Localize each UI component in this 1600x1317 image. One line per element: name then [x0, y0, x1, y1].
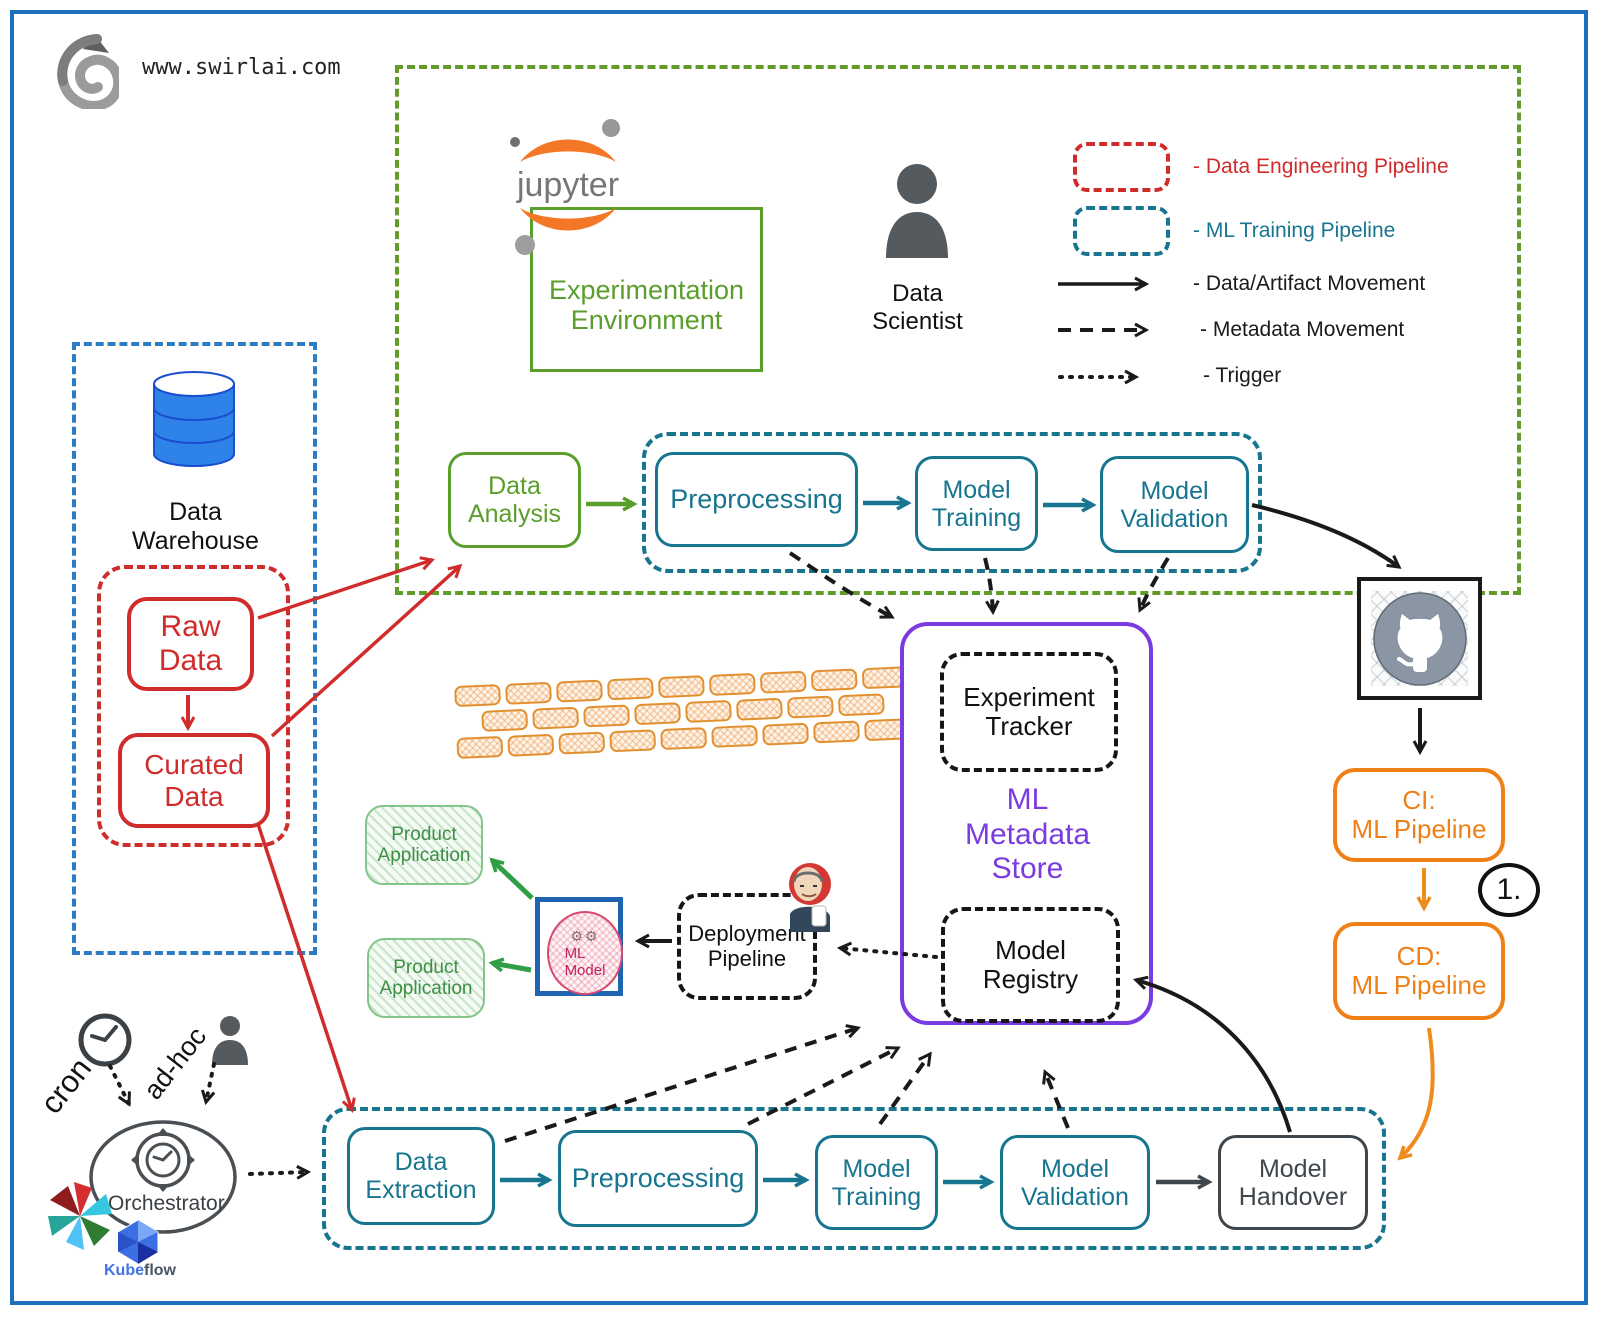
top-model-training-label: Model Training [931, 475, 1022, 532]
brick [657, 675, 705, 699]
experimentation-environment-label: Experimentation Environment [548, 274, 745, 335]
gears-icon: ⚙⚙ [570, 927, 600, 944]
brick [481, 708, 529, 732]
ci-label: CI: ML Pipeline [1351, 784, 1487, 844]
step-1-label: 1. [1496, 873, 1522, 906]
model-registry-node: Model Registry [941, 907, 1120, 1023]
brick [685, 699, 732, 723]
product-application-2-label: Product Application [379, 956, 473, 999]
legend-metadata-movement: - Metadata Movement [1200, 318, 1405, 341]
top-preprocessing-node: Preprocessing [655, 452, 858, 547]
ml-model-circle: ⚙⚙ ML Model [547, 911, 623, 995]
brick [558, 731, 606, 755]
adhoc-user-icon [212, 1016, 248, 1065]
step-1-badge: 1. [1478, 863, 1540, 917]
brick [837, 693, 885, 717]
brick [507, 733, 555, 757]
legend-teal-dashed-swatch [1073, 206, 1170, 256]
jupyter-logo-icon: jupyter [510, 119, 620, 255]
bottom-preprocessing-node: Preprocessing [558, 1130, 758, 1227]
curated-data-node: Curated Data [118, 733, 270, 828]
experimentation-cluster-box [395, 65, 1521, 595]
experiment-tracker-label: Experiment Tracker [963, 681, 1095, 741]
raw-data-node: Raw Data [127, 597, 254, 691]
curated-data-label: Curated Data [144, 749, 244, 812]
kubeflow-label: Kubeflow [104, 1262, 176, 1280]
data-extraction-node: Data Extraction [347, 1127, 495, 1225]
brick [711, 724, 759, 748]
jenkins-icon [789, 863, 831, 932]
kubeflow-label-flow: flow [144, 1262, 176, 1279]
brick [759, 670, 807, 694]
brick [532, 706, 580, 730]
outer-frame [10, 10, 1588, 1305]
orchestrator-label: Orchestrator [108, 1192, 225, 1215]
brick [583, 704, 631, 728]
data-warehouse-label: Data Warehouse [132, 498, 259, 555]
ci-ml-pipeline-node: CI: ML Pipeline [1333, 768, 1505, 862]
brick [660, 727, 708, 751]
model-registry-label: Model Registry [982, 934, 1079, 994]
brick [556, 679, 603, 703]
brick [708, 672, 756, 696]
swirlai-logo-icon [57, 34, 119, 109]
brick [609, 729, 657, 753]
legend-ml-training: - ML Training Pipeline [1193, 219, 1396, 242]
top-preprocessing-label: Preprocessing [670, 484, 843, 515]
top-model-validation-node: Model Validation [1100, 456, 1249, 553]
deployment-pipeline-label: Deployment Pipeline [688, 920, 806, 971]
product-application-2-node: Product Application [367, 938, 485, 1018]
database-icon [153, 371, 235, 467]
cd-ml-pipeline-node: CD: ML Pipeline [1333, 922, 1505, 1020]
data-analysis-node: Data Analysis [448, 452, 581, 548]
experimentation-environment-box: Experimentation Environment [530, 207, 763, 372]
model-handover-label: Model Handover [1238, 1154, 1348, 1211]
cd-label: CD: ML Pipeline [1351, 940, 1487, 1000]
kubeflow-label-kube: Kube [104, 1262, 144, 1279]
site-url: www.swirlai.com [142, 55, 341, 80]
pinwheel-icon [48, 1182, 112, 1250]
brick [813, 720, 860, 744]
model-handover-node: Model Handover [1218, 1135, 1368, 1230]
raw-data-label: Raw Data [158, 610, 223, 677]
brick [456, 735, 504, 759]
brick [454, 684, 501, 708]
deployment-pipeline-node: Deployment Pipeline [677, 893, 817, 1000]
legend-data-engineering: - Data Engineering Pipeline [1193, 155, 1449, 178]
legend-data-artifact-movement: - Data/Artifact Movement [1193, 272, 1426, 295]
ml-metadata-store-label: ML Metadata Store [964, 783, 1091, 885]
experiment-tracker-node: Experiment Tracker [940, 652, 1118, 772]
data-analysis-label: Data Analysis [467, 472, 562, 528]
bottom-model-validation-node: Model Validation [1000, 1135, 1150, 1230]
brick [505, 681, 552, 705]
brick [634, 702, 681, 726]
brick [810, 668, 858, 692]
bottom-model-validation-label: Model Validation [1021, 1154, 1129, 1211]
cron-clock-icon [78, 1013, 132, 1067]
top-model-validation-label: Model Validation [1120, 476, 1229, 533]
orchestrator-icon [89, 1120, 237, 1234]
jupyter-wordmark: jupyter [516, 166, 619, 204]
bottom-model-training-label: Model Training [831, 1154, 922, 1211]
bottom-preprocessing-label: Preprocessing [571, 1163, 745, 1194]
data-extraction-label: Data Extraction [365, 1148, 477, 1204]
data-scientist-label: Data Scientist [872, 280, 963, 335]
top-model-training-node: Model Training [915, 456, 1038, 551]
ml-model-node: ⚙⚙ ML Model [535, 897, 623, 996]
data-scientist-icon [886, 164, 948, 258]
github-icon [1373, 592, 1467, 686]
brick [606, 677, 654, 701]
bottom-model-training-node: Model Training [815, 1135, 938, 1230]
github-box [1357, 577, 1482, 700]
legend-red-dashed-swatch [1073, 142, 1170, 192]
ml-model-label: ML Model [564, 944, 606, 979]
experiment-training-pipeline-box [642, 432, 1262, 573]
brick [762, 722, 809, 746]
kubeflow-icon [117, 1219, 159, 1265]
product-application-1-node: Product Application [365, 805, 483, 885]
brick [735, 697, 783, 721]
legend-trigger: - Trigger [1203, 364, 1282, 387]
product-application-1-label: Product Application [377, 823, 471, 866]
brick [786, 695, 834, 719]
